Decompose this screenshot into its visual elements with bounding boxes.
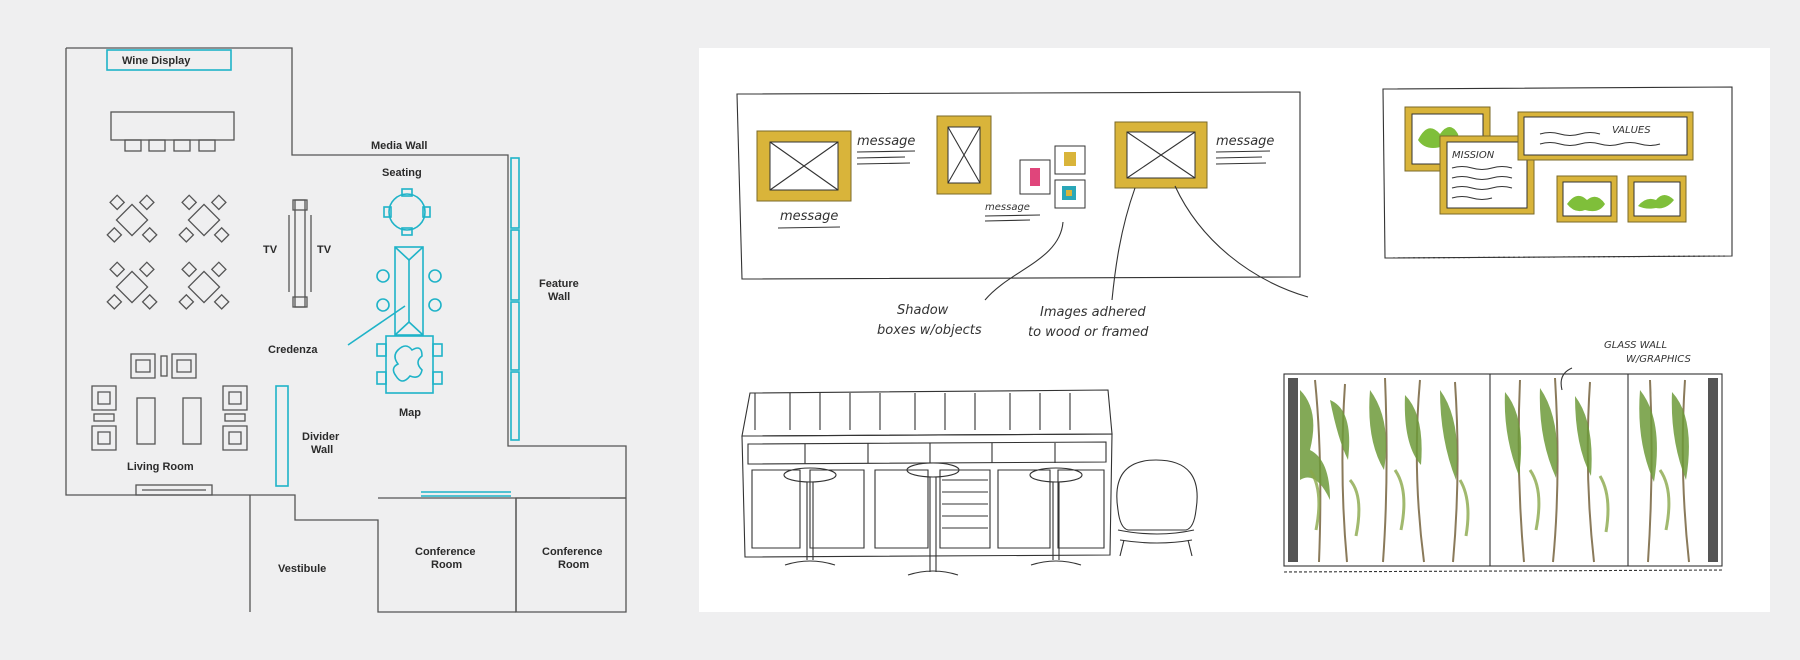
- conference-room-2-label-2: Room: [558, 559, 589, 571]
- message-text-3: message: [985, 202, 1030, 213]
- exterior-wall: [66, 47, 627, 613]
- tv-left-label: TV: [263, 244, 278, 256]
- values-label: VALUES: [1612, 125, 1651, 136]
- sketch-credenza: [741, 389, 1198, 576]
- credenza-leader: [347, 305, 406, 346]
- conference-room-1-label-2: Room: [431, 559, 462, 571]
- seating-label: Seating: [382, 167, 422, 179]
- divider-wall: [275, 385, 289, 487]
- divider-wall-label-2: Wall: [311, 444, 333, 456]
- message-text-4: message: [1216, 134, 1274, 149]
- message-text-2: message: [780, 209, 838, 224]
- vestibule-label: Vestibule: [278, 563, 326, 575]
- tv-stand: [288, 199, 312, 308]
- floor-plan: Wine Display: [65, 47, 627, 613]
- conference-room-1-label-1: Conference: [415, 546, 476, 558]
- living-room-furniture: [91, 353, 248, 496]
- feature-wall-label-2: Wall: [548, 291, 570, 303]
- credenza-label: Credenza: [268, 344, 318, 356]
- sketch-glass-wall: GLASS WALL W/GRAPHICS: [1283, 340, 1723, 573]
- sketch-message-wall: message message message message Shadow b…: [736, 91, 1309, 340]
- interior-wall: [249, 495, 626, 612]
- wine-display-label: Wine Display: [122, 55, 191, 67]
- note-shadow-boxes-2: boxes w/objects: [877, 323, 982, 338]
- media-wall-label: Media Wall: [371, 140, 427, 152]
- exterior-wall-left: [65, 48, 516, 613]
- note-images-1: Images adhered: [1040, 305, 1146, 320]
- living-room-label: Living Room: [127, 461, 194, 473]
- sketch-mission-values: MISSION VALUES: [1382, 86, 1733, 259]
- map-label: Map: [399, 407, 421, 419]
- message-text-1: message: [857, 134, 915, 149]
- map-table: [376, 335, 443, 394]
- note-images-2: to wood or framed: [1028, 325, 1149, 340]
- glass-wall-note-2: W/GRAPHICS: [1626, 354, 1691, 365]
- feature-wall-label-1: Feature: [539, 278, 579, 290]
- seating-round-table: [383, 188, 431, 236]
- note-shadow-boxes-1: Shadow: [897, 303, 949, 318]
- tree-graphics: [1300, 377, 1690, 563]
- divider-wall-label-1: Divider: [302, 431, 340, 443]
- wine-display: [106, 49, 232, 71]
- bar-counter: [110, 111, 235, 152]
- long-table: [376, 246, 442, 336]
- mission-label: MISSION: [1452, 150, 1495, 161]
- dining-tables: [106, 194, 230, 310]
- tv-right-label: TV: [317, 244, 332, 256]
- conference-room-2-label-1: Conference: [542, 546, 603, 558]
- feature-wall: [510, 157, 520, 441]
- glass-wall-note-1: GLASS WALL: [1604, 340, 1667, 351]
